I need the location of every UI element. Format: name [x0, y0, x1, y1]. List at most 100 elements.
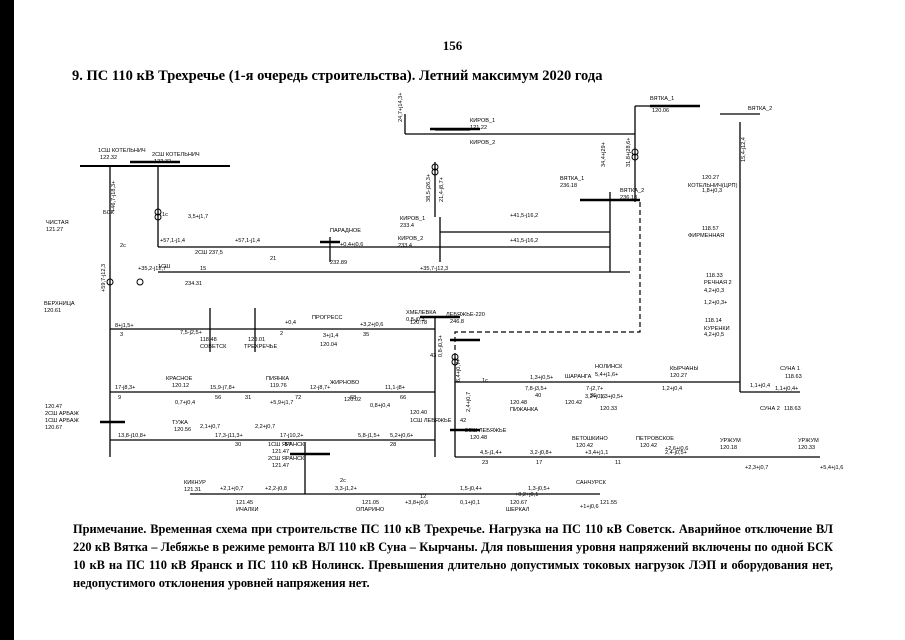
flow-49: 0,1+j0,1 — [460, 500, 480, 506]
value-kyrchany: 120.27 — [670, 373, 687, 379]
flow-34: 2,2+j0,7 — [255, 424, 275, 430]
value-nolinsk: 120.33 — [600, 406, 617, 412]
value-firmennaya: 118.57 — [702, 226, 719, 232]
flow-0: 24,7+j14,3+ — [398, 92, 404, 122]
value-kirov1: 121.22 — [470, 125, 487, 131]
branch-num-13: 31 — [245, 395, 251, 401]
flow-42: +2,3+j0,7 — [745, 465, 768, 471]
flow-60: 1,2+j0,4 — [662, 386, 682, 392]
flow-41: 2,4-j0,5+ — [665, 450, 687, 456]
flow-43: +5,4+j1,6 — [820, 465, 843, 471]
label-rechnaya: РЕЧНАЯ 2 — [704, 280, 732, 286]
value-oparino: 121.05 — [362, 500, 379, 506]
trans-label-1: 2с — [120, 243, 126, 249]
label-chistaya: ЧИСТАЯ — [46, 220, 69, 226]
branch-num-4: 2 — [280, 331, 283, 337]
flow-2: 34,4+j29+ — [601, 142, 607, 167]
value-kotelnich1: 122.32 — [100, 155, 117, 161]
value-pizhanka: 120.48 — [510, 400, 527, 406]
value-sharanga: 120.42 — [565, 400, 582, 406]
flow-15: +35,2-j12,7 — [138, 266, 166, 272]
value-progress: 120.04 — [320, 342, 337, 348]
trans-label-2: 1с — [482, 378, 488, 384]
label-kyrchany: КЫРЧАНЫ — [670, 366, 698, 372]
transformer-kirov-2 — [431, 168, 439, 176]
branch-num-6: 56 — [215, 395, 221, 401]
flow-22: 0,8-j0,3 — [406, 317, 425, 323]
flow-58: 5,4+j1,6+ — [595, 372, 618, 378]
flow-6: 3,5+j1,7 — [188, 214, 208, 220]
label-sovetsk: СОВЕТСК — [200, 344, 227, 350]
flow-20: 3+j1,4 — [323, 333, 338, 339]
transformer-kotelnich-1 — [154, 208, 162, 216]
label-kotelnich1: 1СШ КОТЕЛЬНИЧ — [98, 148, 146, 154]
label-suna1: СУНА 1 — [780, 366, 800, 372]
flow-47: 1,5-j0,4+ — [460, 486, 482, 492]
transformer-kil — [136, 278, 144, 286]
label-arbazh1: 1СШ АРБАЖ — [45, 418, 80, 424]
flow-28: 12-j8,7+ — [310, 385, 330, 391]
flow-65: 1,1+j0,4+ — [775, 386, 798, 392]
label-progress: ПРОГРЕСС — [312, 315, 343, 321]
label-nolinsk: НОЛИНСК — [595, 364, 623, 370]
trans-label-3: 2с — [340, 478, 346, 484]
value-khmelevka: 120.78 — [410, 320, 427, 326]
flow-21: +3,2+j0,6 — [360, 322, 383, 328]
transformer-lebyazhe-1 — [451, 353, 459, 361]
flow-54: 2,4+j0,7 — [466, 392, 472, 412]
label-sharanga: ШАРАНГА — [565, 374, 592, 380]
value-sherkal: 120.67 — [510, 500, 527, 506]
transformers — [106, 148, 639, 366]
label-paradnoe: ПАРАДНОЕ — [330, 228, 361, 234]
flow-68: 3,2+j0,6 — [585, 394, 605, 400]
flow-19: +0,4 — [285, 320, 296, 326]
flow-66: +2,6+j0,6 — [665, 446, 688, 452]
flow-63: 1,2+j0,3+ — [704, 300, 727, 306]
flow-56: 7,8-j3,5+ — [525, 386, 547, 392]
value-ichalki: 121.45 — [236, 500, 253, 506]
page-title: 9. ПС 110 кВ Трехречье (1-я очередь стро… — [72, 68, 603, 84]
value-kiknur: 121.31 — [184, 487, 201, 493]
value-lebyazhe2: 120.48 — [470, 435, 487, 441]
branch-num-19: 57 — [285, 442, 291, 448]
label-kirov2: КИРОВ_2 — [470, 140, 495, 146]
flow-50: +0,2+j0,1 — [515, 492, 538, 498]
flow-27: +5,9+j1,7 — [270, 400, 293, 406]
flow-64: 4,2+j0,3 — [704, 288, 724, 294]
label-vyatka2: ВЯТКА_2 — [748, 106, 772, 112]
flow-38: 4,5-j1,4+ — [480, 450, 502, 456]
flow-59: 1,3+j0,5+ — [600, 394, 623, 400]
value-urzhum2: 120.33 — [798, 445, 815, 451]
flow-37: 5,2+j0,6+ — [390, 433, 413, 439]
flow-29: 0,8+j0,4 — [370, 403, 390, 409]
transformer-verkhnica — [106, 278, 114, 286]
branch-num-12: 11 — [615, 460, 621, 466]
branch-num-20: 30 — [235, 442, 241, 448]
branch-num-3: 21 — [270, 256, 276, 262]
power-flow-diagram: 1СШ КОТЕЛЬНИЧ 122.32 2СШ КОТЕЛЬНИЧ 122.3… — [40, 92, 890, 520]
value-kirov1b: 233.4 — [400, 223, 414, 229]
value-urzhum: 120.18 — [720, 445, 737, 451]
trans-label-0: 1с — [162, 212, 168, 218]
label-oparino: ОПАРИНО — [356, 507, 385, 513]
schema-svg: 1СШ КОТЕЛЬНИЧ 122.32 2СШ КОТЕЛЬНИЧ 122.3… — [44, 92, 843, 513]
label-beke: БСК — [103, 210, 115, 216]
flow-51: +1+j0,6 — [580, 504, 599, 510]
flow-45: +2,2-j0,8 — [265, 486, 287, 492]
value-vetoshkino: 120.42 — [576, 443, 593, 449]
flow-9: 2СШ 237,5 — [195, 250, 223, 256]
label-petrovskoe: ПЕТРОВСКОЕ — [636, 436, 674, 442]
value-trekhreche: 120.01 — [248, 337, 265, 343]
value-chistaya: 121.27 — [46, 227, 63, 233]
value-vyatka1: 120.06 — [652, 108, 669, 114]
value-arbazh1: 120.67 — [45, 425, 62, 431]
value-kurenki: 118.14 — [705, 318, 722, 324]
flow-14: +35,7-j12,3 — [420, 266, 448, 272]
flow-13: +41,5-j16,2 — [510, 238, 538, 244]
label-lebyazhe2: 2СШ ЛЕБЯЖЬЕ — [465, 428, 507, 434]
flow-18: 7,5-j2,5+ — [180, 330, 202, 336]
branch-num-11: 17 — [536, 460, 542, 466]
branch-num-0: 3 — [120, 332, 123, 338]
label-yaransk1: 1СШ ЯРАНСК — [268, 442, 305, 448]
label-trekhreche: ТРЕХРЕЧЬЕ — [244, 344, 277, 350]
